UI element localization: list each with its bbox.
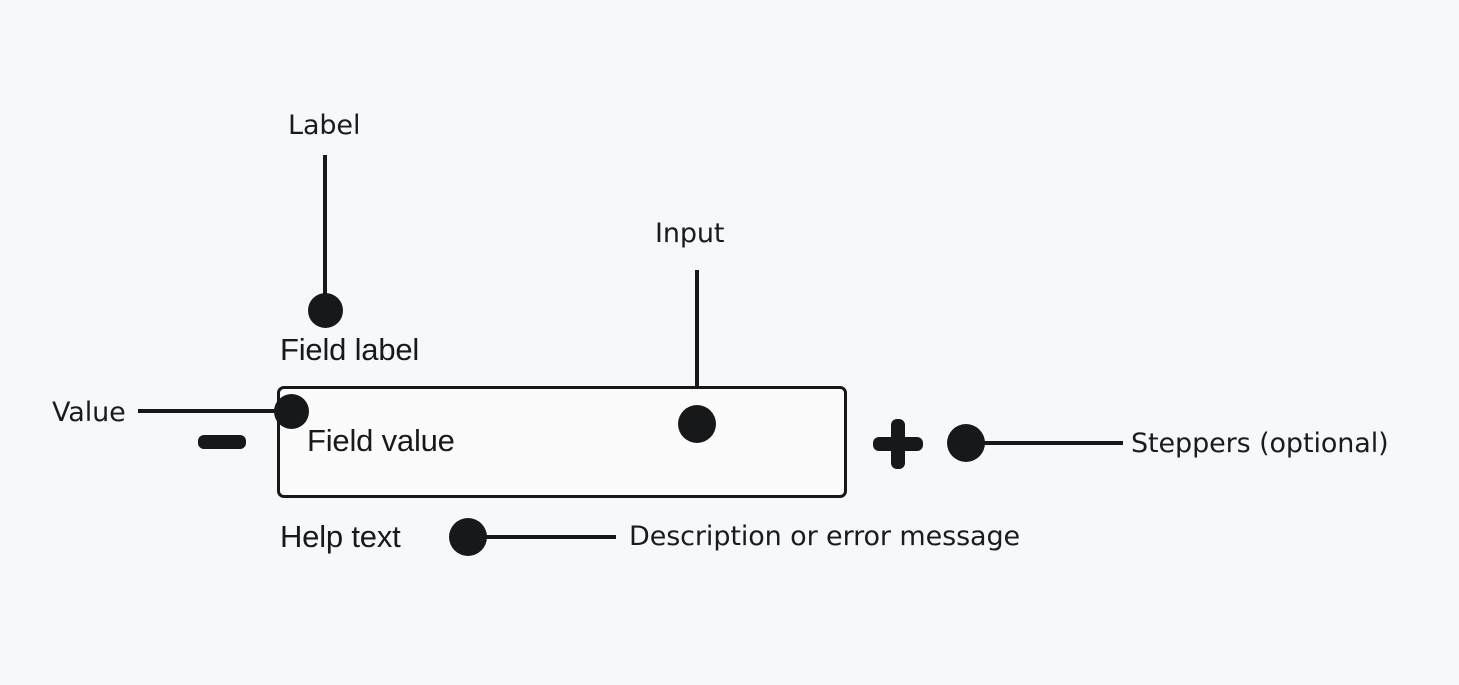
leader-line-help <box>482 535 616 539</box>
annotation-value: Value <box>52 397 126 428</box>
leader-dot-input <box>678 405 716 443</box>
field-label-text: Field label <box>280 332 420 367</box>
stepper-plus-icon-stem <box>891 419 905 469</box>
input-box[interactable] <box>277 386 847 498</box>
leader-line-steppers <box>980 441 1123 445</box>
annotation-input: Input <box>655 218 725 249</box>
annotation-label: Label <box>288 110 361 141</box>
help-text-label: Help text <box>280 519 401 554</box>
leader-line-value <box>138 409 294 413</box>
leader-dot-steppers <box>947 424 985 462</box>
leader-dot-value <box>274 394 309 429</box>
leader-dot-label <box>308 293 343 328</box>
annotation-steppers: Steppers (optional) <box>1131 428 1389 459</box>
annotation-help-text: Description or error message <box>629 521 1021 552</box>
stepper-minus-icon[interactable] <box>198 435 246 449</box>
leader-line-label <box>323 155 327 311</box>
leader-dot-help <box>449 518 487 556</box>
field-value-text: Field value <box>307 423 455 458</box>
leader-line-input <box>695 270 699 428</box>
